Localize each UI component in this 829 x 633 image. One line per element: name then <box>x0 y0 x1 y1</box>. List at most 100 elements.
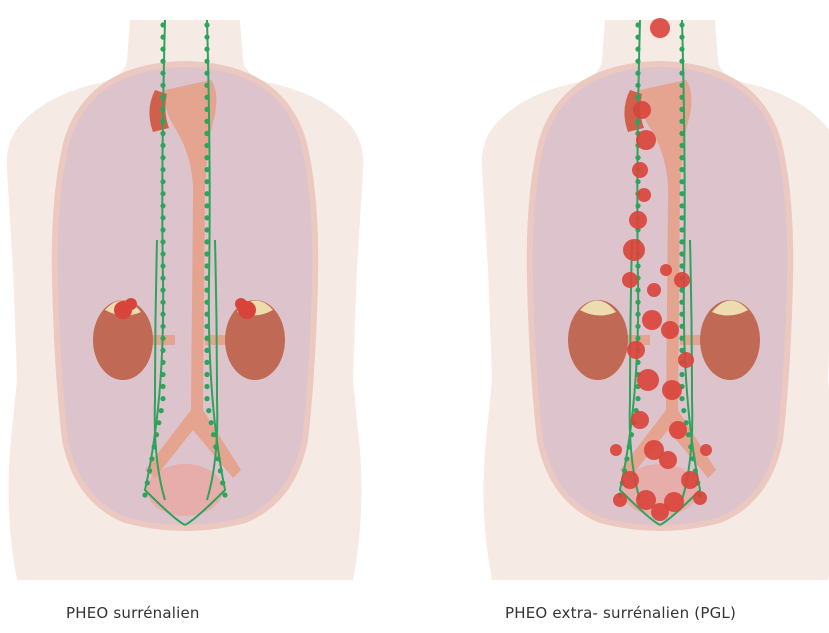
ganglion-dot <box>218 468 223 473</box>
ganglion-dot <box>204 300 209 305</box>
ganglion-dot <box>204 263 209 268</box>
ganglion-dot <box>160 239 165 244</box>
tumor-dot <box>678 352 694 368</box>
ganglion-dot <box>160 324 165 329</box>
ganglion-dot <box>159 408 164 413</box>
tumor-dot <box>632 162 648 178</box>
ganglion-dot <box>211 432 216 437</box>
ganglion-dot <box>686 432 691 437</box>
ganglion-dot <box>635 83 640 88</box>
ganglion-dot <box>204 71 209 76</box>
tumor-dot <box>633 101 651 119</box>
ganglion-dot <box>679 107 684 112</box>
ganglion-dot <box>160 396 165 401</box>
right-caption: PHEO extra- surrénalien (PGL) <box>505 604 825 622</box>
ganglion-dot <box>204 324 209 329</box>
ganglion-dot <box>149 456 154 461</box>
ganglion-dot <box>204 167 209 172</box>
tumor-dot <box>610 444 622 456</box>
ganglion-dot <box>635 155 640 160</box>
tumor-dot <box>647 283 661 297</box>
ganglion-dot <box>160 288 165 293</box>
ganglion-dot <box>160 167 165 172</box>
tumor-dot <box>674 272 690 288</box>
tumor-dot <box>662 380 682 400</box>
ganglion-dot <box>679 300 684 305</box>
ganglion-dot <box>204 83 209 88</box>
ganglion-dot <box>204 288 209 293</box>
ganglion-dot <box>160 203 165 208</box>
ganglion-dot <box>679 95 684 100</box>
ganglion-dot <box>691 456 696 461</box>
ganglion-dot <box>160 227 165 232</box>
ganglion-dot <box>160 215 165 220</box>
ganglion-dot <box>160 107 165 112</box>
ganglion-dot <box>152 444 157 449</box>
tumor-dot <box>631 411 649 429</box>
ganglion-dot <box>635 179 640 184</box>
ganglion-dot <box>204 215 209 220</box>
ganglion-dot <box>204 47 209 52</box>
ganglion-dot <box>635 324 640 329</box>
tumor-dot <box>642 310 662 330</box>
ganglion-dot <box>160 251 165 256</box>
ganglion-dot <box>222 492 227 497</box>
ganglion-dot <box>679 203 684 208</box>
ganglion-dot <box>635 336 640 341</box>
ganglion-dot <box>204 35 209 40</box>
ganglion-dot <box>204 396 209 401</box>
ganglion-dot <box>206 408 211 413</box>
ganglion-dot <box>160 131 165 136</box>
right-torso <box>482 18 829 580</box>
ganglion-dot <box>679 251 684 256</box>
ganglion-dot <box>679 191 684 196</box>
ganglion-dot <box>160 360 165 365</box>
ganglion-dot <box>204 95 209 100</box>
ganglion-dot <box>160 179 165 184</box>
ganglion-dot <box>679 263 684 268</box>
ganglion-dot <box>204 107 209 112</box>
tumor-dot <box>669 421 687 439</box>
ganglion-dot <box>147 468 152 473</box>
ganglion-dot <box>204 131 209 136</box>
ganglion-dot <box>160 348 165 353</box>
tumor-dot <box>613 493 627 507</box>
ganglion-dot <box>679 59 684 64</box>
ganglion-dot <box>635 22 640 27</box>
ganglion-dot <box>635 263 640 268</box>
ganglion-dot <box>213 444 218 449</box>
ganglion-dot <box>679 155 684 160</box>
ganglion-dot <box>160 119 165 124</box>
ganglion-dot <box>160 143 165 148</box>
ganglion-dot <box>204 360 209 365</box>
ganglion-dot <box>635 95 640 100</box>
ganglion-dot <box>216 456 221 461</box>
ganglion-dot <box>160 336 165 341</box>
tumor-dot <box>637 369 659 391</box>
tumor-dot <box>637 188 651 202</box>
ganglion-dot <box>204 59 209 64</box>
tumor-dot <box>650 18 670 38</box>
ganglion-dot <box>679 71 684 76</box>
tumor-dot <box>629 211 647 229</box>
ganglion-dot <box>688 444 693 449</box>
ganglion-dot <box>204 191 209 196</box>
ganglion-dot <box>635 396 640 401</box>
tumor-dot <box>651 503 669 521</box>
ganglion-dot <box>679 215 684 220</box>
ganglion-dot <box>156 420 161 425</box>
left-caption: PHEO surrénalien <box>66 604 276 622</box>
ganglion-dot <box>679 35 684 40</box>
ganglion-dot <box>160 191 165 196</box>
ganglion-dot <box>679 324 684 329</box>
ganglion-dot <box>204 276 209 281</box>
tumor-dot <box>622 272 638 288</box>
ganglion-dot <box>679 119 684 124</box>
ganglion-dot <box>624 456 629 461</box>
ganglion-dot <box>204 348 209 353</box>
ganglion-dot <box>160 83 165 88</box>
ganglion-dot <box>679 83 684 88</box>
ganglion-dot <box>635 71 640 76</box>
ganglion-dot <box>204 251 209 256</box>
